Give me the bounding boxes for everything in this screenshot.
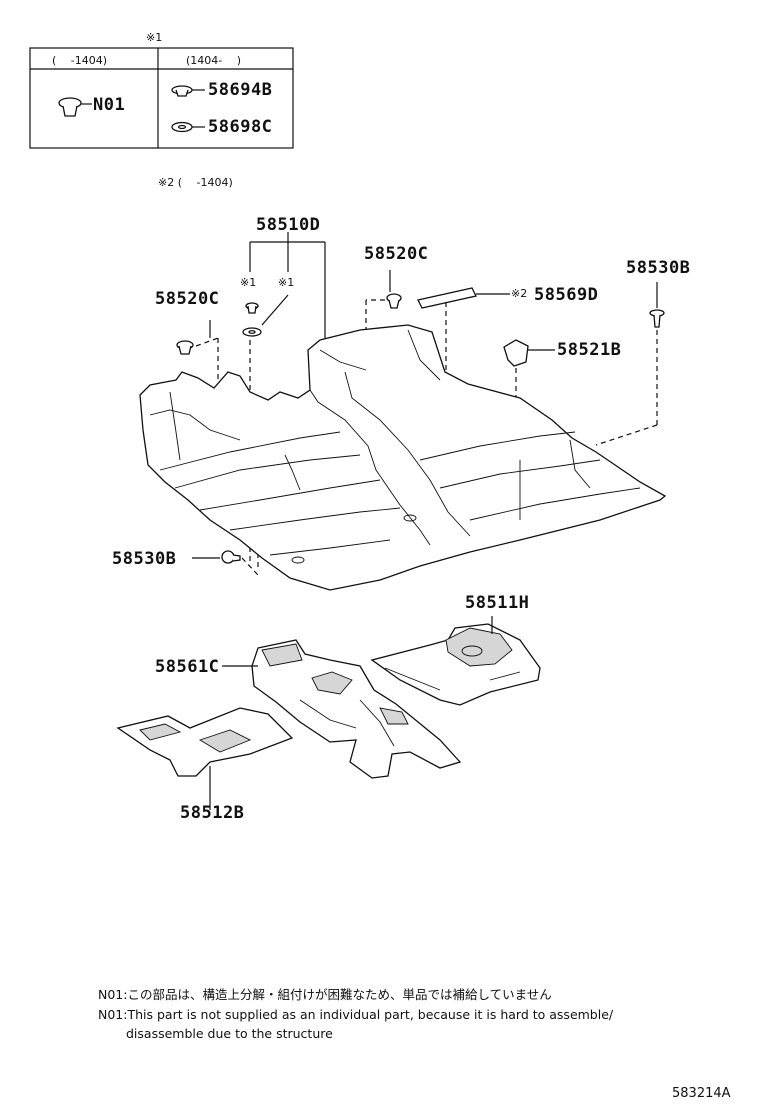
legend-part-58698c: 58698C — [208, 117, 273, 137]
legend-part-58694b: 58694B — [208, 80, 273, 100]
washer-58698c-icon — [171, 121, 205, 133]
mat-58512b — [116, 707, 294, 810]
mat-58511h — [370, 616, 541, 706]
callout-58512b: 58512B — [180, 803, 245, 823]
bracket-58521b — [503, 339, 555, 420]
legend-mark1: ※1 — [146, 31, 163, 44]
screw-58530b-top — [595, 282, 665, 446]
main-floor-carpet — [139, 324, 667, 591]
callout-58530b-top: 58530B — [626, 258, 691, 278]
callout-58520c-left: 58520C — [155, 289, 220, 309]
leader-58510d — [249, 232, 326, 338]
callout-58511h: 58511H — [465, 593, 530, 613]
diagram-id: 583214A — [672, 1086, 731, 1101]
note-jp: N01:この部品は、構造上分解・組付けが困難なため、単品では補給していません — [98, 987, 552, 1002]
clip-small-1 — [245, 302, 259, 314]
washer-small-1 — [242, 327, 262, 337]
mark2-note: ※2 ( -1404) — [158, 176, 233, 189]
legend-table — [29, 47, 294, 149]
clip-58694b-icon — [171, 85, 205, 97]
callout-mark1-a: ※1 — [240, 276, 257, 289]
callout-58520c-top: 58520C — [364, 244, 429, 264]
screw-58530b-left — [192, 550, 259, 576]
callout-mark1-b: ※1 — [278, 276, 295, 289]
callout-58569d-mark: ※2 — [511, 287, 528, 300]
callout-58510d: 58510D — [256, 215, 321, 235]
mat-58561c — [222, 639, 462, 779]
note-en-2: disassemble due to the structure — [126, 1026, 333, 1041]
callout-58569d: 58569D — [534, 285, 599, 305]
callout-58521b: 58521B — [557, 340, 622, 360]
n01-clip-icon — [58, 97, 92, 117]
legend-part-n01: N01 — [93, 95, 126, 115]
legend-col-left: ( -1404) — [52, 54, 108, 67]
clip-58520c-top — [365, 270, 402, 385]
callout-58561c: 58561C — [155, 657, 220, 677]
callout-58530b-left: 58530B — [112, 549, 177, 569]
legend-col-right: (1404- ) — [186, 54, 242, 67]
note-en-1: N01:This part is not supplied as an indi… — [98, 1007, 614, 1022]
